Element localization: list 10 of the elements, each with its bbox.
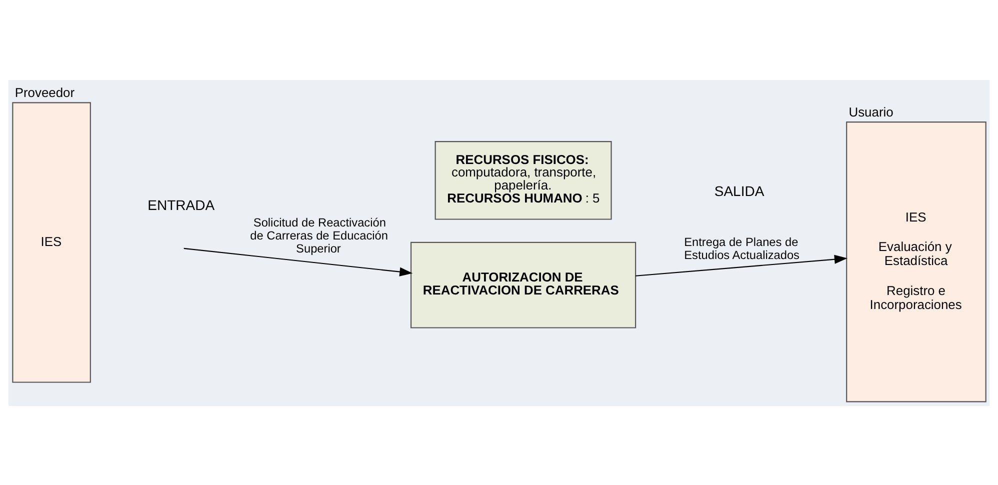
- arrow: [184, 247, 413, 276]
- node-box: AUTORIZACION DE REACTIVACION DE CARRERAS: [410, 241, 636, 328]
- node-label: Usuario: [848, 104, 894, 119]
- edge-label: Entrega de Planes de Estudios Actualizados: [684, 234, 800, 262]
- label: ENTRADA: [148, 196, 215, 212]
- node-label: Proveedor: [14, 84, 75, 100]
- edge-label: Solicitud de Reactivación de Carreras de Educación Superior: [250, 215, 388, 255]
- label: SALIDA: [714, 182, 764, 198]
- node-box: RECURSOS FISICOS: computadora, transporte, papelería. RECURSOS HUMANO: 5: [434, 140, 612, 220]
- arrow: [636, 254, 848, 276]
